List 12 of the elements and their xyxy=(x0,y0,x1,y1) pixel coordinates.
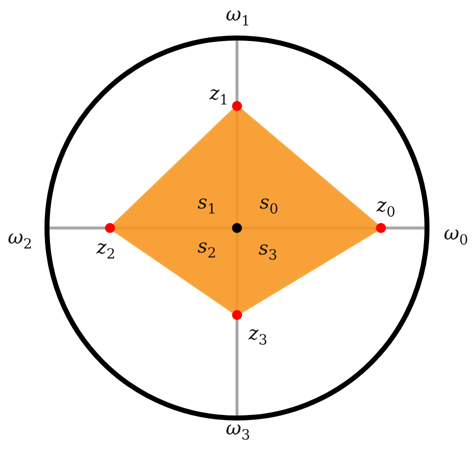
frequency-label: ω$_{2}$ xyxy=(8,228,32,252)
frequency-label: ω$_{3}$ xyxy=(226,420,250,442)
point-label: z$_{2}$ xyxy=(96,238,116,262)
point-label: z$_{1}$ xyxy=(210,84,228,108)
point-label: z$_{0}$ xyxy=(376,196,396,220)
frequency-label: ω$_{1}$ xyxy=(226,6,250,28)
frequency-label: ω$_{0}$ xyxy=(444,224,468,248)
point-label: z$_{3}$ xyxy=(248,324,268,348)
region-label: s$_{0}$ xyxy=(260,194,278,216)
region-label: s$_{3}$ xyxy=(258,240,278,262)
region-label: s$_{2}$ xyxy=(198,238,216,260)
region-label: s$_{1}$ xyxy=(198,194,216,216)
